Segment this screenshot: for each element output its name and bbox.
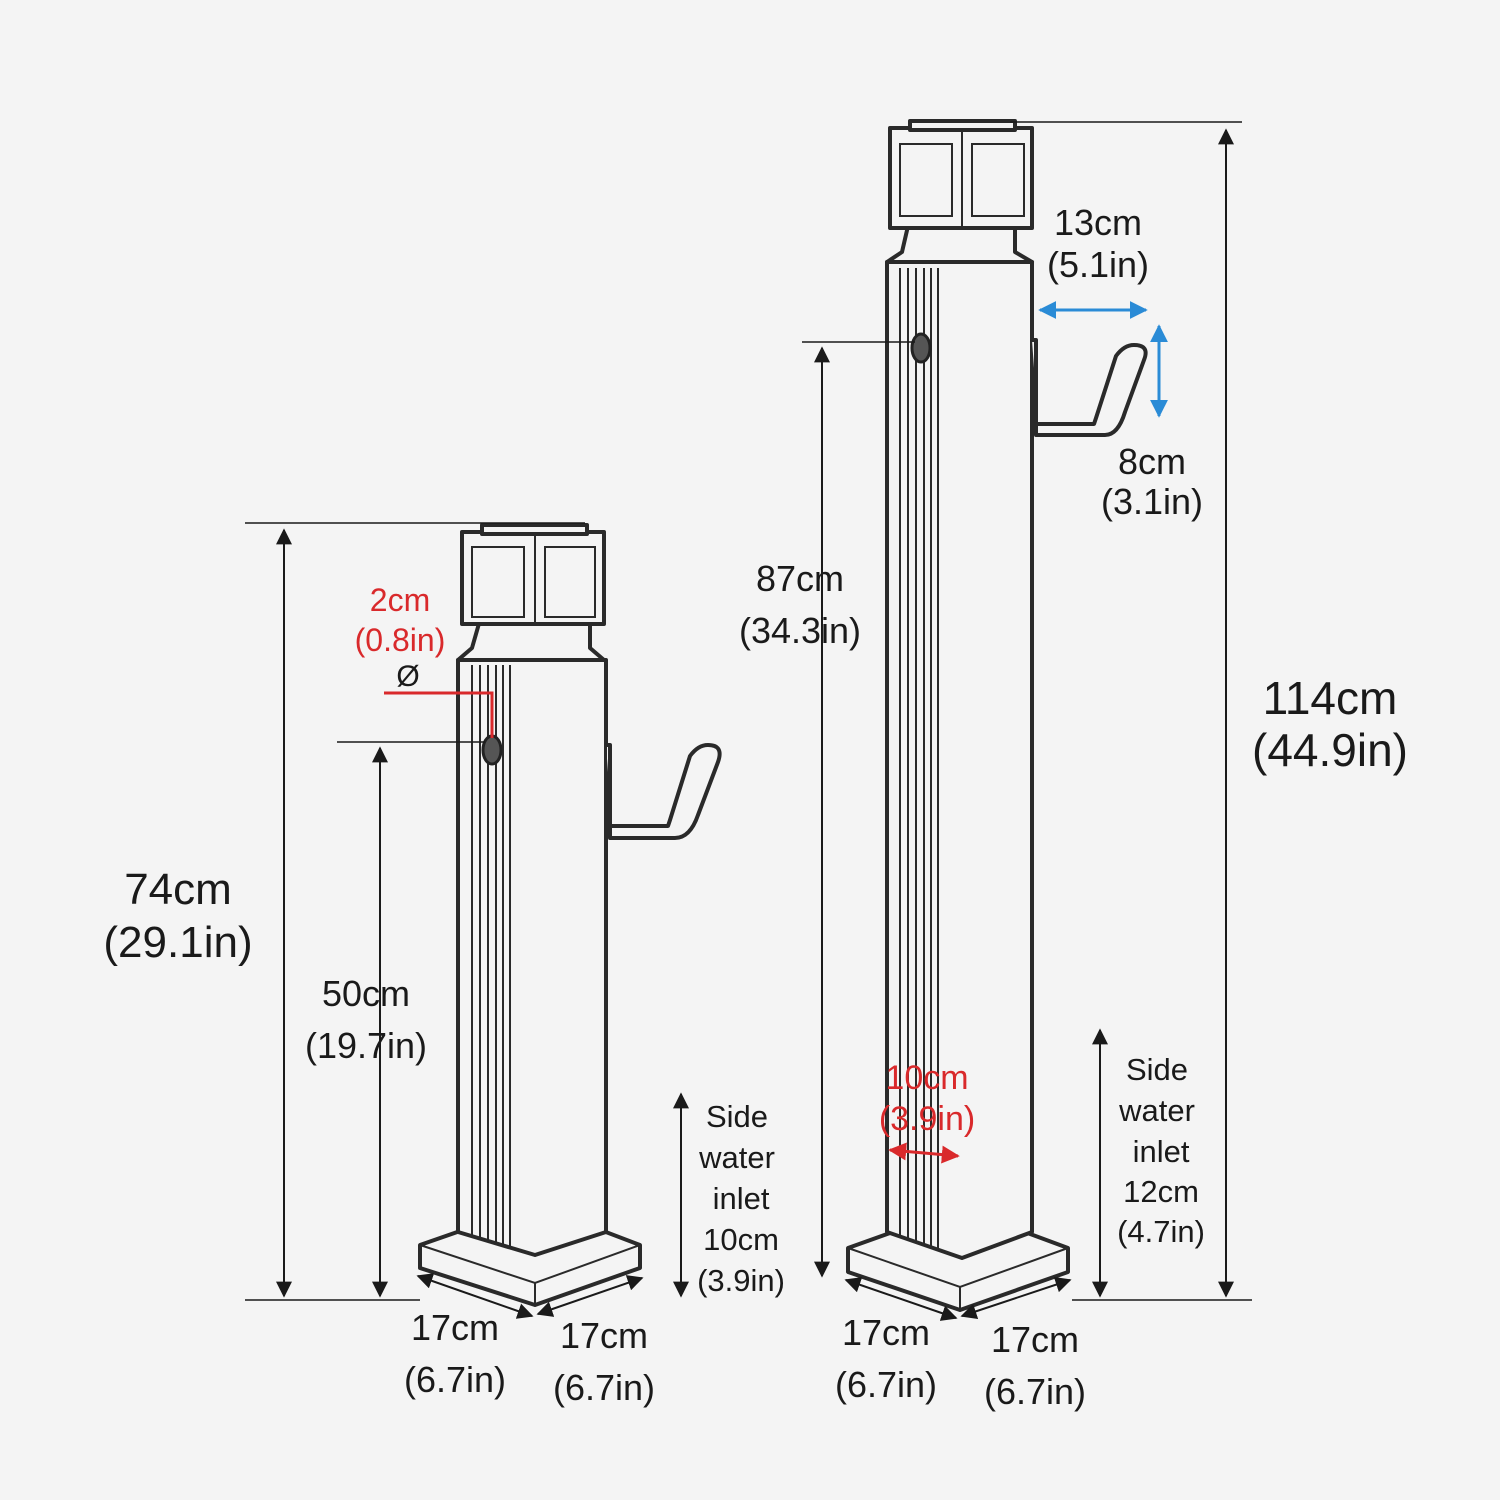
tall-height-cm-label: 114cm <box>1263 672 1398 724</box>
tall-base-right-in-label: (6.7in) <box>984 1371 1086 1412</box>
small-base-right-in-label: (6.7in) <box>553 1367 655 1408</box>
tall-side-inlet-line-4: 12cm <box>1123 1174 1199 1209</box>
small-base-left-in-label: (6.7in) <box>404 1359 506 1400</box>
tall-inlet-height-cm-label: 87cm <box>756 558 844 599</box>
small-side-inlet-line-2: water <box>698 1140 775 1175</box>
tall-base-left-in-label: (6.7in) <box>835 1364 937 1405</box>
tall-inlet-height-in-label: (34.3in) <box>739 610 861 651</box>
column-width-arrow <box>888 1142 960 1164</box>
column-width-cm-label: 10cm <box>885 1059 968 1097</box>
small-side-inlet-line-4: 10cm <box>703 1222 779 1257</box>
holder-height-in-label: (3.1in) <box>1101 481 1203 522</box>
tall-post-dimensions <box>802 121 1252 1321</box>
small-base-left-cm-label: 17cm <box>411 1307 499 1348</box>
tall-post-hose-holder <box>1032 338 1148 437</box>
small-height-cm-label: 74cm <box>124 865 232 914</box>
diameter-symbol: Ø <box>396 660 419 693</box>
small-side-inlet-line-3: inlet <box>713 1181 770 1216</box>
tall-base-left-cm-label: 17cm <box>842 1312 930 1353</box>
small-post-dimensions <box>245 522 689 1319</box>
small-post-inlet-hole <box>481 734 503 766</box>
small-post-hose-holder <box>606 743 722 840</box>
tall-post-inlet-hole <box>910 332 932 364</box>
small-hole-diameter-leader <box>384 691 494 738</box>
small-inlet-height-in-label: (19.7in) <box>305 1025 427 1066</box>
small-side-inlet-line-1: Side <box>706 1099 768 1134</box>
holder-width-cm-label: 13cm <box>1054 202 1142 243</box>
small-height-in-label: (29.1in) <box>103 918 252 967</box>
tall-side-inlet-line-2: water <box>1118 1093 1195 1128</box>
hole-diameter-cm-label: 2cm <box>370 582 430 618</box>
holder-height-cm-label: 8cm <box>1118 441 1186 482</box>
small-side-inlet-line-5: (3.9in) <box>697 1263 785 1298</box>
small-base-right-cm-label: 17cm <box>560 1315 648 1356</box>
small-inlet-height-cm-label: 50cm <box>322 973 410 1014</box>
tall-side-inlet-line-1: Side <box>1126 1052 1188 1087</box>
small-post-illustration <box>418 523 722 1307</box>
hole-diameter-in-label: (0.8in) <box>355 622 446 658</box>
tall-base-right-cm-label: 17cm <box>991 1319 1079 1360</box>
column-width-in-label: (3.9in) <box>879 1100 975 1138</box>
tall-height-in-label: (44.9in) <box>1252 724 1408 776</box>
tall-side-inlet-line-3: inlet <box>1133 1134 1190 1169</box>
small-post-cap <box>460 530 606 626</box>
tall-side-inlet-line-5: (4.7in) <box>1117 1214 1205 1249</box>
holder-width-in-label: (5.1in) <box>1047 244 1149 285</box>
